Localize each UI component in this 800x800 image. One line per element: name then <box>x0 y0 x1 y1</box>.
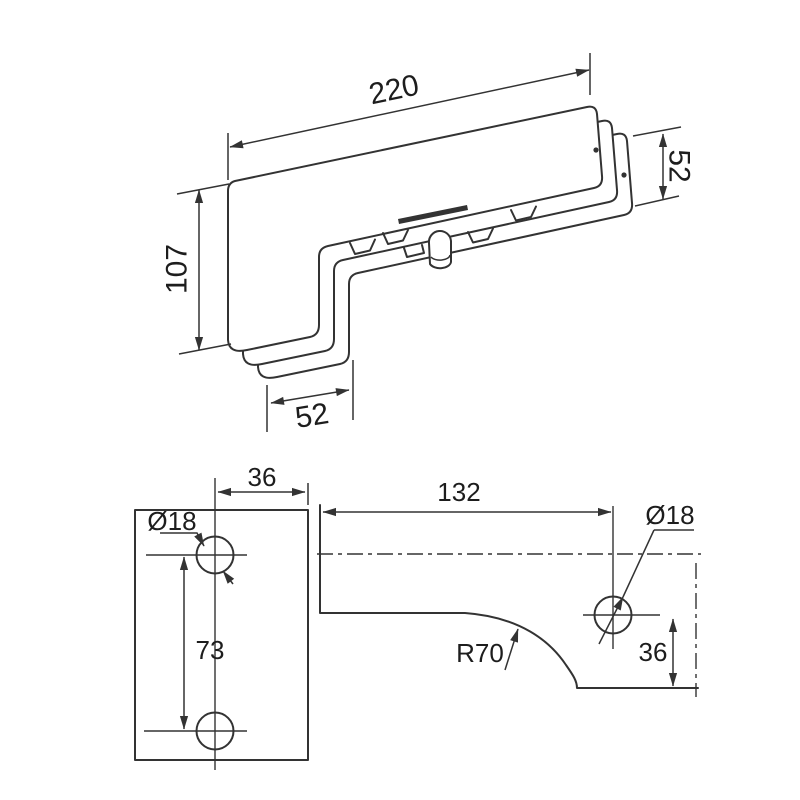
dim-132: 132 <box>322 477 612 517</box>
notch <box>510 205 537 222</box>
dim-label-edge-offset: 36 <box>639 637 668 667</box>
dim-label-length: 132 <box>437 477 480 507</box>
dim-107: 107 <box>161 183 232 355</box>
leader-line <box>504 628 519 671</box>
dim-label-width: 220 <box>366 69 422 112</box>
dimension-line <box>270 388 350 405</box>
dimension-line <box>229 68 590 149</box>
plate-view: 36 Ø18 73 <box>134 462 309 770</box>
iso-view: 220 107 52 52 <box>161 53 696 435</box>
dim-73: 73 <box>179 556 225 730</box>
plate-outline <box>134 509 309 761</box>
extension-line <box>634 195 680 207</box>
notch <box>349 238 376 255</box>
glass-gap-band <box>398 205 468 224</box>
dim-r70: R70 <box>456 628 519 671</box>
dim-label-hole-dia: Ø18 <box>645 500 694 530</box>
hole-circle <box>593 595 633 635</box>
dim-label-leg-width: 52 <box>293 397 331 435</box>
dim-36-plate: 36 <box>217 462 309 505</box>
dim-label-end-height: 52 <box>663 149 696 182</box>
dim-label-height: 107 <box>161 244 194 294</box>
dim-hole-dia-profile: Ø18 <box>598 500 695 645</box>
pivot-pin <box>427 229 452 270</box>
extension-line <box>632 126 682 137</box>
notch <box>467 227 494 244</box>
extension-line <box>176 183 230 195</box>
dim-36-profile: 36 <box>639 618 678 687</box>
screw-hole-dot <box>593 147 599 153</box>
dim-52-right: 52 <box>632 126 696 207</box>
dim-hole-dia-plate: Ø18 <box>147 506 235 585</box>
profile-outline <box>319 504 699 689</box>
leader-line <box>598 596 624 645</box>
extension-line <box>178 343 232 355</box>
leader-line <box>622 529 655 598</box>
hole-circle <box>195 711 235 751</box>
dim-label-radius: R70 <box>456 638 504 668</box>
leader-line <box>160 532 205 547</box>
dim-52-bottom: 52 <box>266 360 354 435</box>
hole-circle <box>195 535 235 575</box>
leader-arrow <box>222 570 235 585</box>
notch <box>382 229 409 245</box>
profile-view: 132 Ø18 R70 36 <box>317 477 701 697</box>
dim-label-offset: 36 <box>248 462 277 492</box>
screw-hole-dot <box>621 172 627 178</box>
step-detail <box>403 244 425 258</box>
dim-label-hole-dia: Ø18 <box>147 506 196 536</box>
dim-label-spacing: 73 <box>196 635 225 665</box>
mechanism-details <box>349 147 627 270</box>
pivot-pin-rim <box>430 254 451 261</box>
